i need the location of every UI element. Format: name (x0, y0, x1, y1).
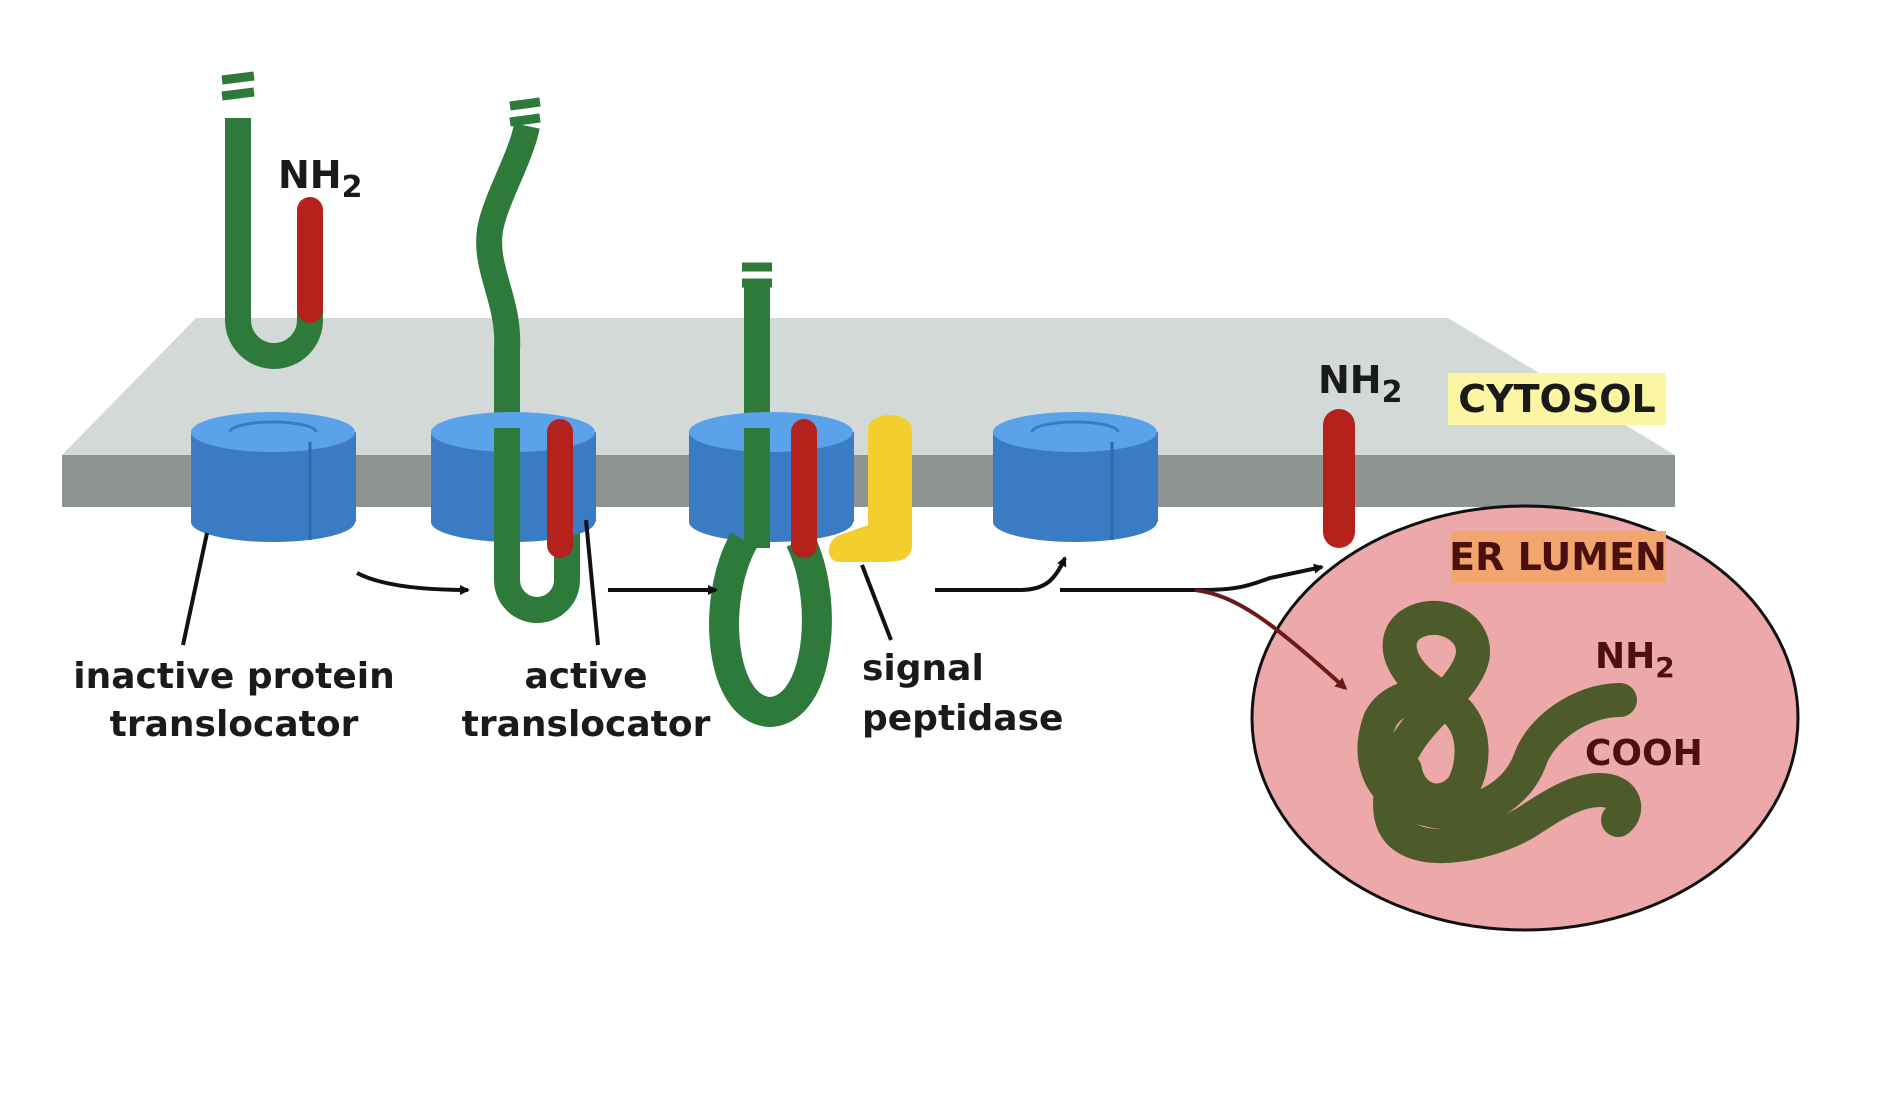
folded-protein (1357, 600, 1642, 864)
inactive-protein-translocator (191, 412, 356, 542)
active-translocator-label-line1: active (524, 656, 647, 697)
arrow-translocator-release (935, 556, 1067, 592)
pointer-inactive-translocator (181, 532, 209, 646)
cleavage-translocator (689, 412, 854, 728)
pointer-active-translocator (584, 519, 600, 646)
nh2-label-stage1: NH2 (278, 153, 362, 205)
cytosol-label: CYTOSOL (1458, 377, 1656, 421)
translocating-protein-chain (476, 97, 580, 623)
signal-peptidase-label-line1: signal (862, 648, 984, 689)
er-lumen-tag-bg (1451, 531, 1666, 583)
nh2-label-folded: NH2 (1595, 636, 1675, 684)
active-translocator-label-line2: translocator (462, 704, 711, 745)
nh2-label-signal-peptide: NH2 (1318, 358, 1402, 410)
signal-peptidase-label-line2: peptidase (862, 698, 1063, 739)
pointer-signal-peptidase (860, 564, 893, 641)
incoming-protein-chain (221, 71, 323, 369)
released-translocator (993, 412, 1158, 542)
cytosol-tag-bg (1448, 373, 1666, 425)
er-lumen-label: ER LUMEN (1449, 535, 1667, 579)
cooh-label: COOH (1585, 733, 1703, 774)
arrow-protein-release (1194, 588, 1348, 691)
arrow-signal-peptide-release (1060, 563, 1324, 592)
inactive-translocator-label-line2: translocator (110, 704, 359, 745)
signal-peptidase (828, 415, 912, 562)
arrow-stage1-to-2 (356, 571, 470, 595)
active-translocator (431, 412, 596, 558)
inactive-translocator-label-line1: inactive protein (73, 656, 394, 697)
